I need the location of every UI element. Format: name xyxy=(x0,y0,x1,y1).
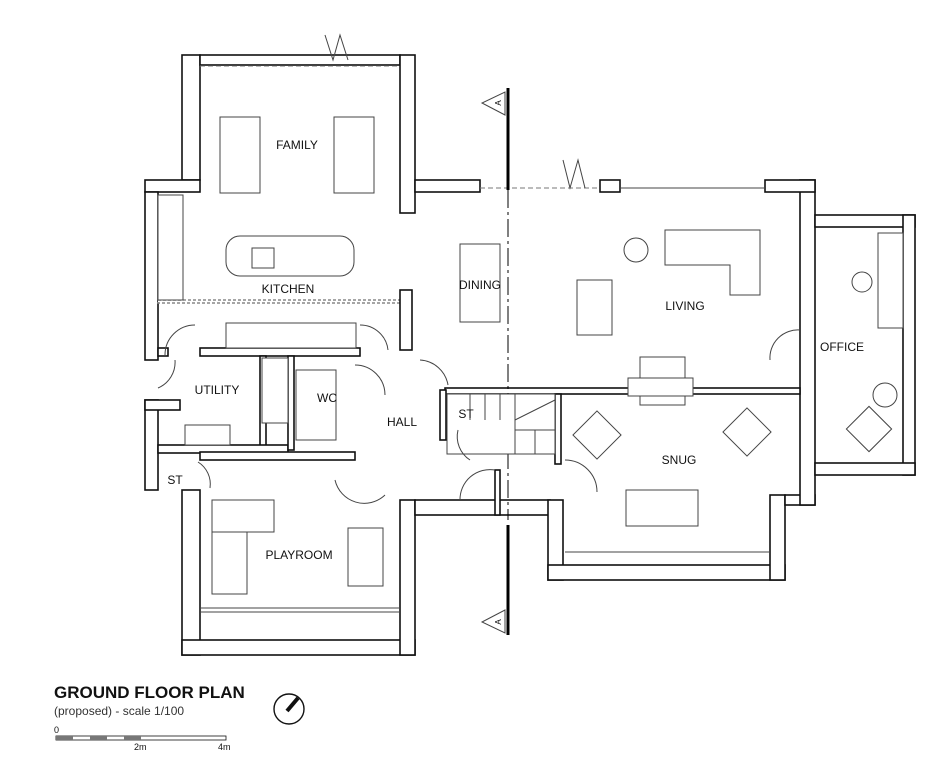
office-side-table xyxy=(872,382,898,408)
walls xyxy=(144,54,916,656)
office-desk xyxy=(877,232,904,329)
scale-label-4m: 4m xyxy=(218,742,231,752)
room-label-office: OFFICE xyxy=(820,340,864,354)
armchair-playroom xyxy=(347,527,384,587)
kitchen-units xyxy=(157,194,184,301)
corner-sofa-playroom xyxy=(211,499,275,533)
room-labels: FAMILY KITCHEN DINING LIVING OFFICE UTIL… xyxy=(167,138,864,562)
armchair-snug-left xyxy=(572,410,622,460)
scale-label-zero: 0 xyxy=(54,725,60,735)
room-label-living: LIVING xyxy=(665,299,704,313)
north-arrow-icon xyxy=(273,693,305,725)
door-swings xyxy=(157,324,801,504)
sofa-family-left xyxy=(219,116,261,194)
room-label-wc: WC xyxy=(317,391,337,405)
room-label-playroom: PLAYROOM xyxy=(265,548,332,562)
armchair-living xyxy=(576,279,613,336)
section-marker-label-top: A xyxy=(494,100,503,106)
sofa-family-right xyxy=(333,116,375,194)
room-label-hall: HALL xyxy=(387,415,417,429)
bifold-door-living xyxy=(562,158,586,190)
bifold-door-family xyxy=(324,33,349,62)
room-label-store-utility: ST xyxy=(167,473,183,487)
room-label-utility: UTILITY xyxy=(195,383,240,397)
armchair-office xyxy=(845,405,893,453)
sink xyxy=(251,247,275,269)
side-table xyxy=(623,237,649,263)
utility-units xyxy=(261,357,289,424)
section-marker-top xyxy=(480,91,506,116)
staircase xyxy=(446,393,556,455)
sofa-snug xyxy=(625,489,699,527)
room-label-snug: SNUG xyxy=(662,453,697,467)
room-label-store-hall: ST xyxy=(458,407,474,421)
kitchen-island xyxy=(225,235,355,277)
room-label-family: FAMILY xyxy=(276,138,318,152)
dining-table xyxy=(459,243,501,323)
corner-sofa xyxy=(664,229,761,296)
kitchen-counter xyxy=(225,322,357,349)
section-line-a: A A xyxy=(480,88,510,635)
wc-fittings xyxy=(295,369,337,441)
scale-label-2m: 2m xyxy=(134,742,147,752)
section-marker-bottom xyxy=(480,609,506,634)
section-marker-label-bottom: A xyxy=(494,619,503,625)
room-label-kitchen: KITCHEN xyxy=(262,282,315,296)
armchair-snug-right xyxy=(722,407,772,457)
room-label-dining: DINING xyxy=(459,278,501,292)
furniture xyxy=(157,116,904,595)
scale-bar xyxy=(55,735,227,741)
plan-title: GROUND FLOOR PLAN xyxy=(54,683,245,702)
plan-subtitle: (proposed) - scale 1/100 xyxy=(54,704,185,718)
utility-sink xyxy=(184,424,231,446)
office-chair xyxy=(851,271,873,293)
glazing xyxy=(200,33,770,613)
